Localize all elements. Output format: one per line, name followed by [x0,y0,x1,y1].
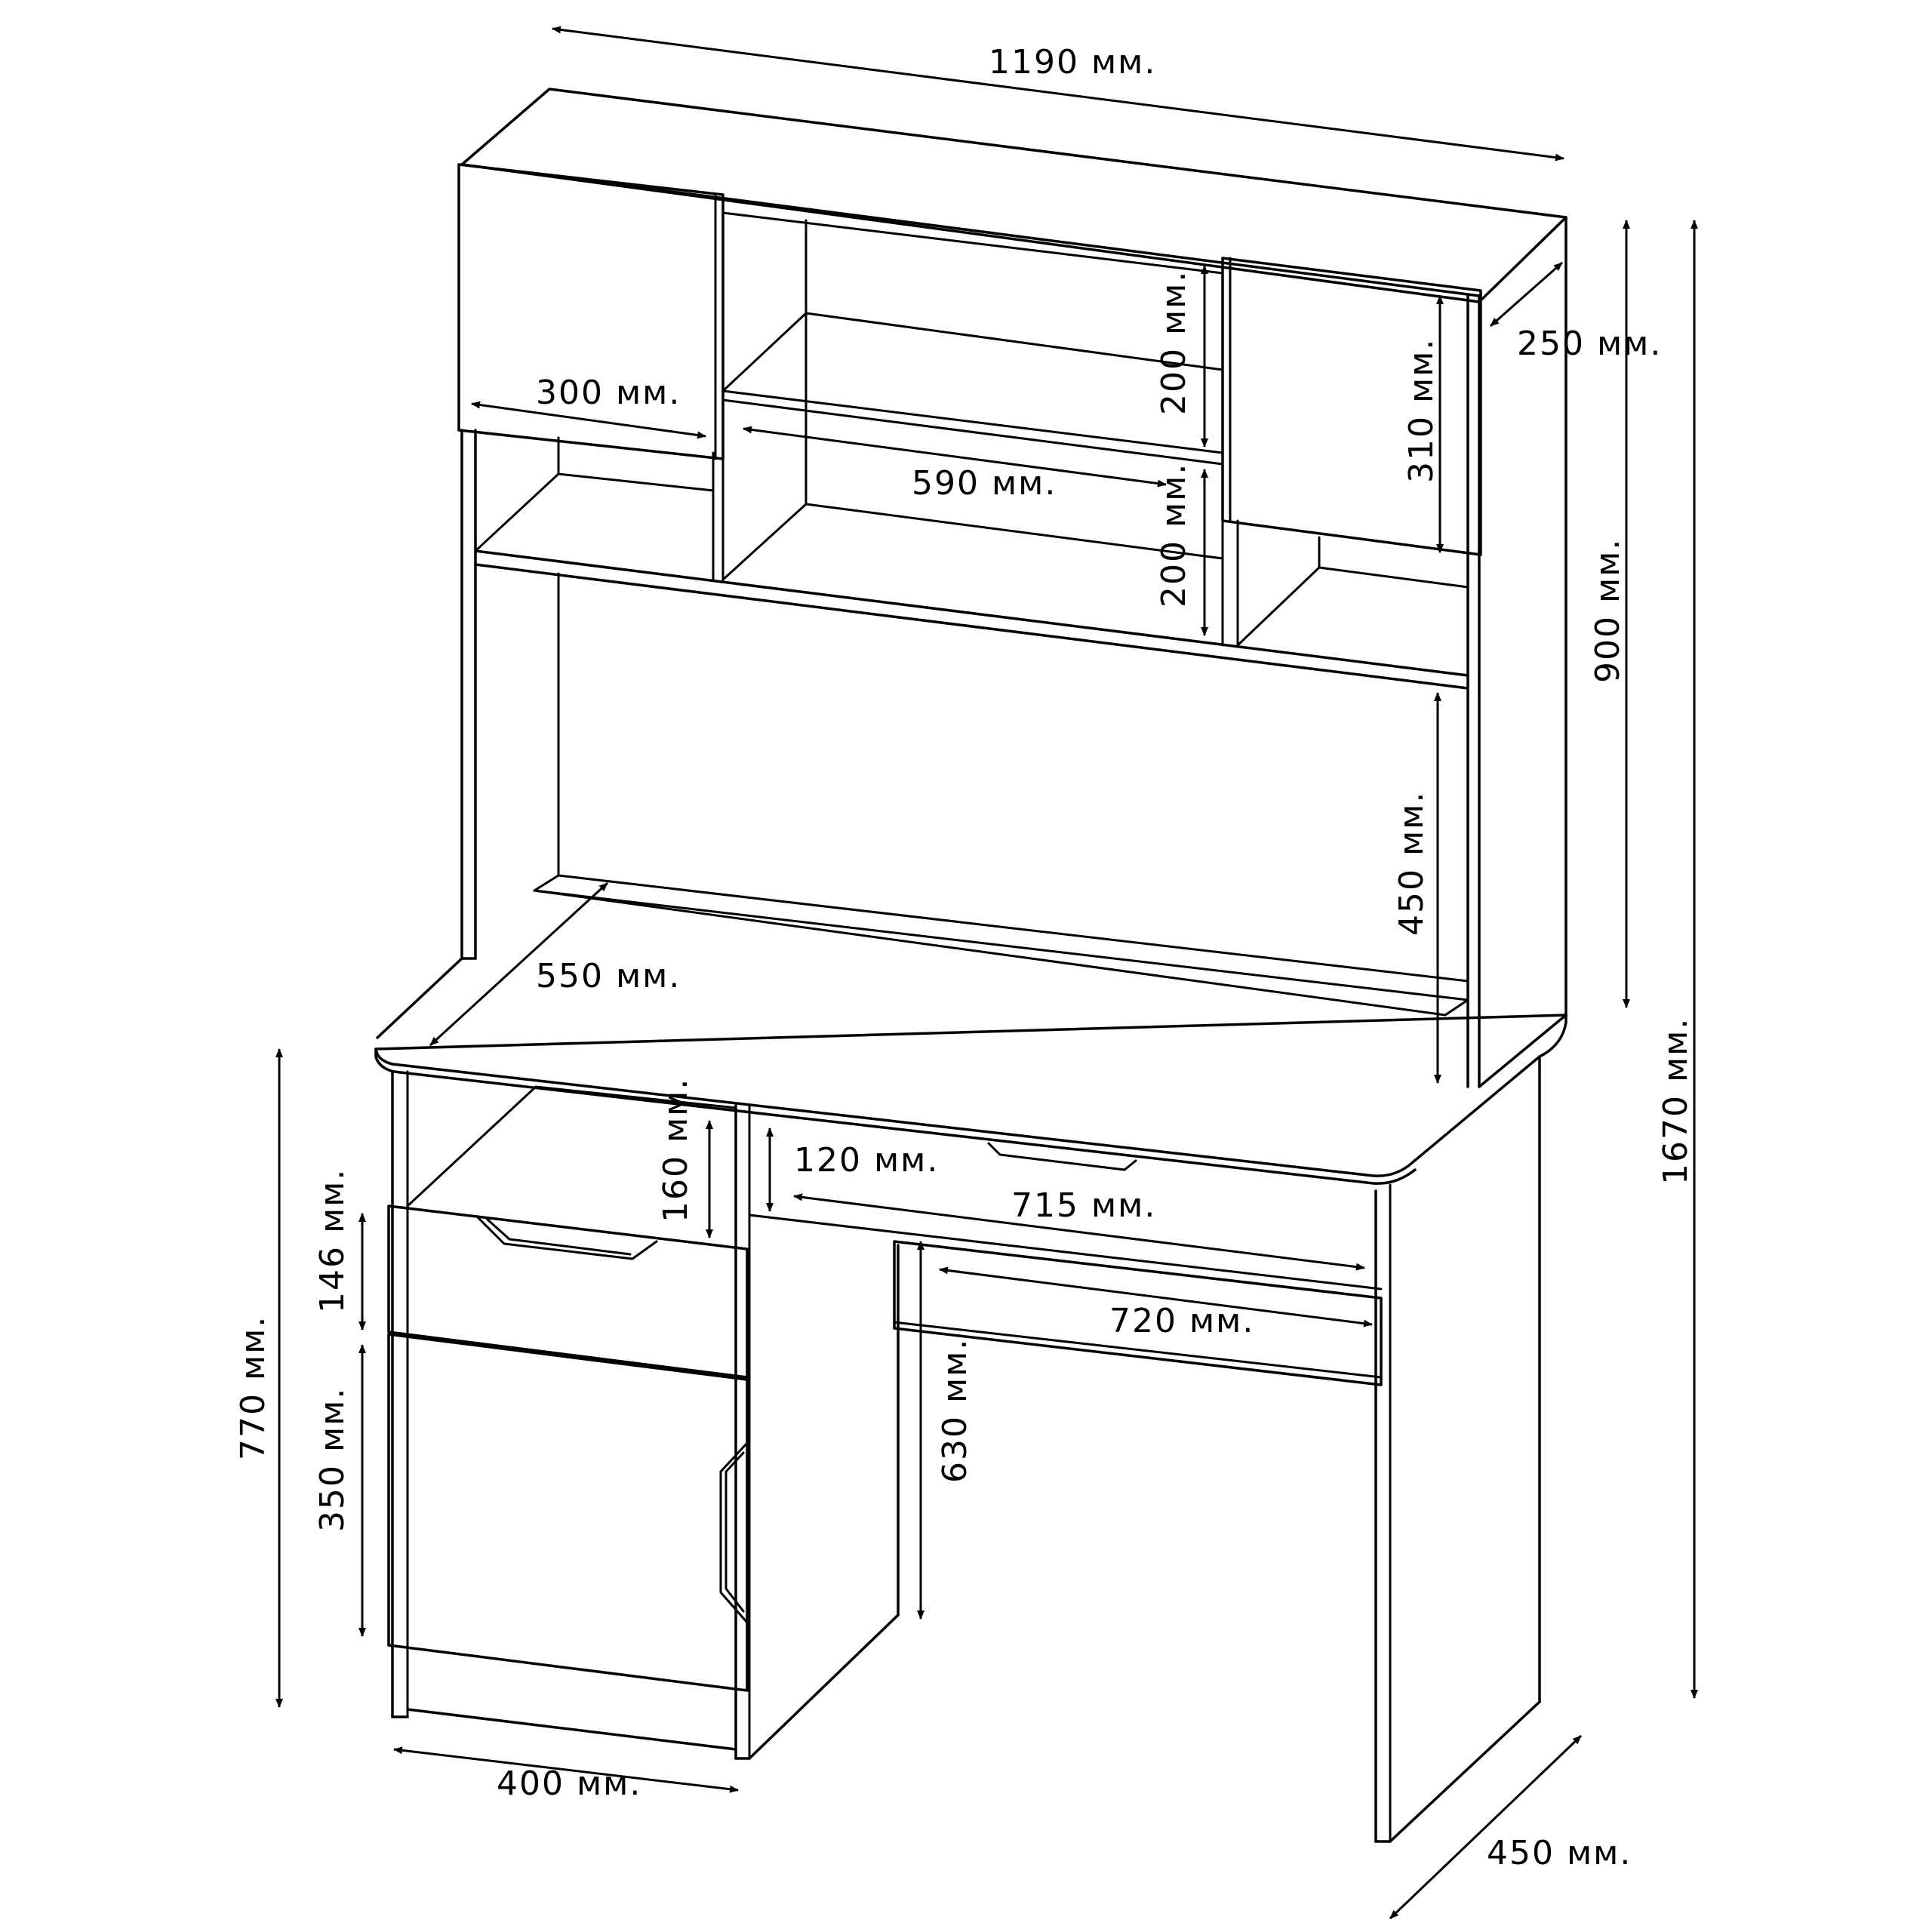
desk [374,957,1567,1843]
dim-arrow-hutch-niche-width [743,426,1167,488]
dim-arrow-legroom-bottom [939,1266,1373,1327]
drawer-handle [475,1215,658,1260]
hutch-shelf-upper-front2 [721,398,1224,466]
modesty-panel-line [893,1321,1383,1379]
drawer-handle-lower [485,1217,632,1256]
dimension-lines [275,26,1698,1920]
hutch-back-plinth-top [533,889,1469,1001]
label-desk-height: 770 мм. [234,1315,272,1460]
door-handle [719,1441,749,1624]
label-hutch-upper-shelf: 200 мм. [1155,270,1193,415]
label-legroom-top: 715 мм. [1011,1186,1156,1225]
label-pedestal-width: 400 мм. [497,1764,641,1803]
hutch-bottom-shelf-front2 [474,563,1469,690]
hutch-shelf-lower-diag [721,503,808,581]
front-rail-bottom [748,1214,1383,1291]
open-niche-diag [406,1085,537,1208]
right-leg-bottom [1389,1700,1541,1843]
label-door: 350 мм. [313,1387,352,1532]
label-hutch-niche-width: 590 мм. [912,464,1057,503]
label-hutch-clearance: 450 мм. [1392,791,1431,936]
label-desk-inner-depth: 550 мм. [536,957,681,995]
dim-arrow-desk-inner-depth [429,881,609,1047]
label-total-height: 1670 мм. [1657,1017,1695,1185]
hutch-right-niche-diag [1236,566,1321,647]
hutch-right-niche-shelf-back [1318,566,1469,589]
dim-arrow-pedestal-width [393,1746,739,1793]
label-total-width: 1190 мм. [989,43,1156,82]
label-hutch-lower-shelf: 200 мм. [1155,463,1193,608]
dim-arrow-legroom-top [793,1193,1365,1271]
hutch-right-side-bottom [1478,1014,1567,1088]
modesty-panel-top [893,1240,1383,1300]
label-hutch-door-height: 310 мм. [1402,338,1441,483]
pedestal-side-back-edge [748,1614,900,1760]
hutch-left-door-panel [457,163,724,460]
hutch-top-front-edge [460,163,1481,297]
label-legroom-bottom: 720 мм. [1109,1302,1254,1340]
pedestal-bottom-front [406,1708,737,1751]
hutch [457,88,1567,1088]
hutch-shelf-upper-back [804,312,1224,371]
hutch-left-niche-shelf-back [557,472,715,492]
label-drawer: 146 мм. [313,1168,352,1313]
open-niche-back [534,1085,737,1109]
door-handle-inner [724,1451,745,1613]
dimension-labels: 1190 мм. 300 мм. 590 мм. 200 мм. 200 мм.… [234,43,1695,1872]
hutch-bottom-shelf-front [474,549,1469,677]
hutch-shelf-lower-back [804,503,1224,560]
desk-top-edge [374,1048,1417,1185]
label-open-niche: 160 мм. [657,1078,695,1223]
dim-arrow-total-width [552,26,1564,162]
label-desk-depth: 450 мм. [1487,1834,1632,1872]
label-hutch-door-width: 300 мм. [536,374,681,412]
hutch-shelf-upper-diag [721,312,808,392]
door-front [387,1333,749,1692]
dim-arrow-hutch-door-width [471,401,706,439]
hutch-niche-top-edge [721,211,1224,275]
dim-arrow-desk-depth [1389,1734,1583,1920]
label-hutch-depth: 250 мм. [1517,325,1662,363]
hutch-right-door-panel [1221,257,1482,556]
hutch-back-plinth [533,874,1469,1017]
hutch-shelf-upper-front [721,389,1224,454]
dim-arrow-hutch-depth [1490,261,1563,328]
label-hutch-height: 900 мм. [1589,538,1627,683]
hutch-left-niche-diag [474,472,560,552]
label-front-rail: 120 мм. [794,1141,939,1180]
label-legroom-height: 630 мм. [936,1338,974,1483]
front-rail-handle [987,1142,1137,1171]
drawer-front [387,1204,749,1379]
hutch-top-panel [460,88,1567,303]
